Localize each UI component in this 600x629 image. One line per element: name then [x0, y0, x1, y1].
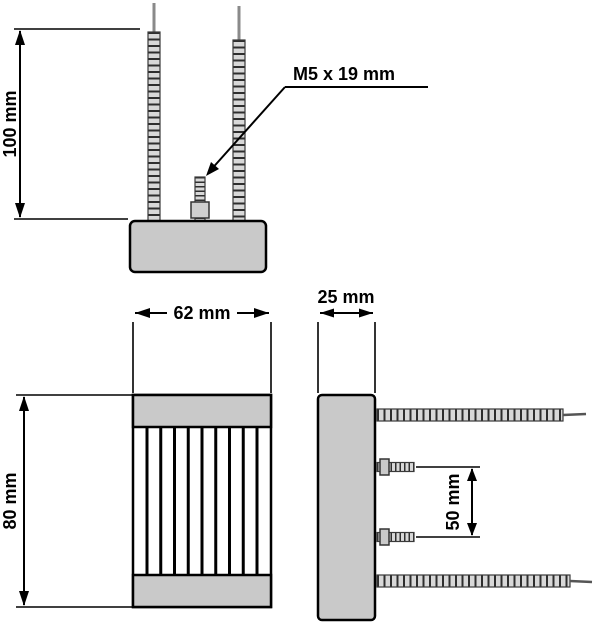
stud-spacing-label: 50 mm [443, 473, 463, 530]
side-bottom-lead-wire [376, 574, 593, 588]
dimension-25mm: 25 mm [317, 287, 376, 393]
heater-front-body [131, 393, 273, 609]
side-view: 25 mm [316, 287, 593, 622]
bottom-wire-tip [569, 579, 593, 584]
front-top-band [131, 393, 273, 429]
arrowhead-up-icon [467, 468, 477, 481]
body-depth-label: 25 mm [317, 287, 374, 307]
upper-stud-outline [376, 461, 415, 473]
body-width-label: 62 mm [173, 303, 230, 323]
lead-length-label: 100 mm [0, 90, 20, 157]
arrowhead-left-icon [135, 308, 150, 318]
stud-nut [190, 201, 210, 219]
upper-stud-nut [379, 458, 390, 476]
heater-base-block [128, 219, 268, 274]
right-lead-wire [232, 6, 246, 222]
side-upper-stud [376, 458, 415, 476]
top-wire-tip [562, 412, 587, 417]
dimension-50mm: 50 mm [416, 466, 480, 538]
side-lower-stud [376, 528, 415, 546]
arrowhead-up-icon [15, 30, 25, 45]
label-backing [167, 302, 237, 322]
callout-leader-line [208, 86, 286, 173]
lower-stud-outline [376, 531, 415, 543]
arrowhead-up-icon [19, 396, 29, 411]
arrowhead-down-icon [19, 591, 29, 606]
stud-callout: M5 x 19 mm [206, 64, 428, 176]
dimension-62mm: 62 mm [132, 302, 272, 393]
arrowhead-down-icon [15, 203, 25, 218]
dimension-100mm: 100 mm [0, 28, 140, 220]
left-lead-wire [147, 3, 161, 222]
body-height-label: 80 mm [0, 472, 20, 529]
stud-spec-label: M5 x 19 mm [293, 64, 395, 84]
dimension-80mm: 80 mm [0, 394, 133, 608]
lower-stud-nut [379, 528, 390, 546]
heater-side-body [316, 393, 377, 622]
threaded-stud [190, 176, 210, 222]
front-view: 62 mm 80 mm [0, 302, 273, 609]
top-view: 100 mm M5 x 19 mm [0, 3, 428, 274]
side-top-lead-wire [376, 408, 587, 422]
callout-arrowhead-icon [206, 162, 219, 176]
arrowhead-right-icon [254, 308, 269, 318]
arrowhead-left-icon [320, 308, 334, 318]
arrowhead-right-icon [359, 308, 373, 318]
cooling-fins [145, 427, 259, 575]
arrowhead-down-icon [467, 523, 477, 536]
front-bottom-band [131, 573, 273, 609]
